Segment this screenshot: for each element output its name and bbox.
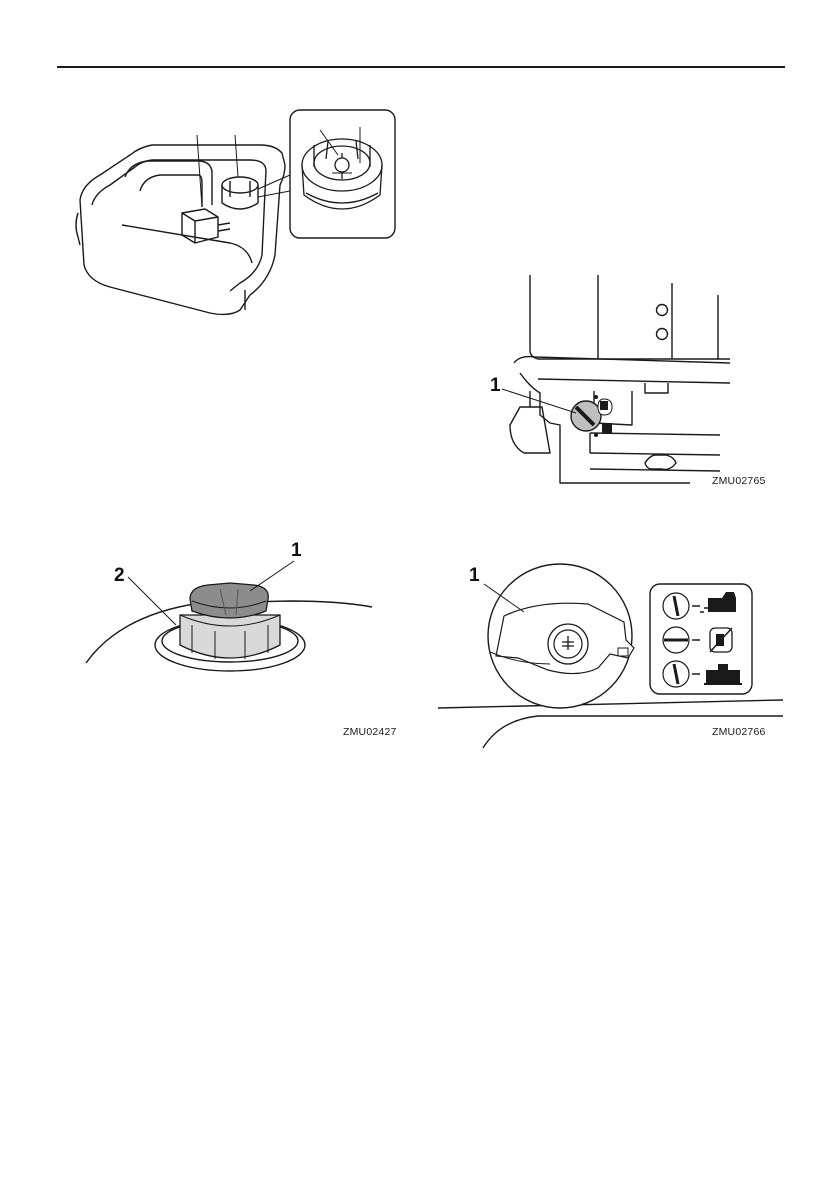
fuel-valve-callout-1: 1	[469, 565, 480, 587]
fuel-valve-legend-panel	[650, 584, 752, 694]
fuel-valve-lever-icon	[488, 564, 634, 708]
tank-cap-figure-code: ZMU02427	[343, 726, 397, 738]
fuel-cap-detail-icon	[258, 110, 395, 238]
fuel-valve-figure	[438, 560, 783, 750]
outboard-engine-icon	[490, 275, 780, 490]
engine-side-callout-1: 1	[490, 375, 501, 397]
tank-cap-callout-2: 2	[114, 565, 125, 587]
tank-cap-callout-1: 1	[291, 540, 302, 562]
engine-side-figure-code: ZMU02765	[712, 475, 766, 487]
fuel-valve-figure-code: ZMU02766	[712, 726, 766, 738]
tank-cap-gasket-icon	[180, 615, 280, 659]
tank-cap-figure	[80, 545, 410, 695]
header-rule	[57, 66, 785, 68]
tank-cap-knob-icon	[190, 583, 268, 618]
engine-side-figure	[490, 275, 780, 490]
fuel-tank-icon	[70, 105, 400, 320]
fuel-valve-knob-icon	[571, 395, 612, 437]
fuel-tank-figure	[70, 105, 400, 320]
